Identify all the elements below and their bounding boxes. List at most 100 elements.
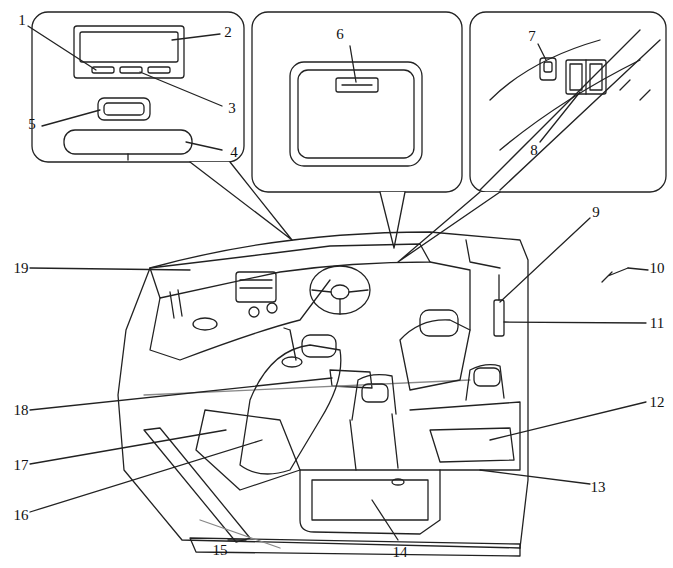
mirror-stem <box>127 154 128 160</box>
callout-number: 19 <box>14 260 29 276</box>
rear-seat-frame <box>352 375 396 420</box>
callout-number: 6 <box>336 26 344 42</box>
seat-latch <box>392 479 404 485</box>
callout-number: 14 <box>393 544 408 560</box>
dome-lamp <box>290 62 422 166</box>
inset-pointer <box>398 192 500 262</box>
inset-frame <box>32 12 244 162</box>
leader-line <box>140 72 222 106</box>
lock-switch-knob <box>544 62 552 72</box>
callout-number: 4 <box>230 144 238 160</box>
vent <box>249 307 259 317</box>
dome-lens <box>298 70 414 158</box>
front-seat-back <box>400 320 470 390</box>
leader-line <box>372 500 398 540</box>
dome-switch-slot <box>342 84 372 85</box>
vent <box>267 303 277 313</box>
lamp-switch <box>120 67 142 73</box>
dome-switch <box>336 78 378 92</box>
lock-switch <box>540 58 556 80</box>
leader-line <box>30 378 332 410</box>
inset-pointer <box>380 192 405 248</box>
window-switch <box>566 60 606 94</box>
leader-line <box>228 539 246 540</box>
callout-number: 15 <box>213 542 228 558</box>
door-trim <box>500 60 640 150</box>
steering-hub <box>331 285 349 299</box>
rear-headrest <box>362 384 388 402</box>
rear-view-mirror <box>64 130 192 154</box>
leader-line <box>28 26 96 70</box>
leader-line <box>30 430 226 464</box>
leader-line <box>480 470 590 484</box>
door-trim <box>500 40 660 190</box>
side-vent <box>170 290 182 318</box>
window-switch-detail <box>570 60 602 94</box>
callout-number: 11 <box>650 315 664 331</box>
small-lamp-lens <box>104 103 144 115</box>
callout-number: 7 <box>528 28 536 44</box>
dashboard-lower <box>150 280 330 360</box>
headrest <box>420 310 458 336</box>
scuff-plate <box>190 538 520 556</box>
leader-line <box>186 142 222 150</box>
front-seat-cushion <box>196 410 300 490</box>
map-lamp <box>74 26 184 78</box>
floor-line <box>200 520 280 548</box>
leader-line <box>30 268 190 270</box>
callout-number: 5 <box>28 116 36 132</box>
body-outline <box>118 268 520 548</box>
shift-lever <box>284 328 296 360</box>
shift-boot <box>282 357 302 367</box>
lamp-lens <box>80 32 178 62</box>
callout-number: 8 <box>530 142 538 158</box>
inset-frame <box>252 12 462 192</box>
steering-wheel <box>310 266 370 314</box>
rear-seat-frame <box>466 365 504 400</box>
leader-line <box>490 402 646 440</box>
line-art <box>28 12 666 556</box>
leader-line <box>504 322 646 323</box>
callout-number: 13 <box>591 479 606 495</box>
door-trim <box>620 80 650 100</box>
leader-line <box>350 46 356 82</box>
roof-pillar <box>466 240 500 268</box>
callout-number: 2 <box>224 24 232 40</box>
center-console <box>236 272 276 302</box>
scuff-plate <box>144 428 250 542</box>
dashboard <box>150 244 430 298</box>
small-lamp <box>98 98 150 120</box>
steering-spoke <box>312 290 368 314</box>
rear-seat-cushion-frame <box>300 470 440 534</box>
leader-line <box>538 44 546 60</box>
inset-pointer <box>190 162 292 240</box>
rear-seat-back <box>350 402 520 470</box>
leader-line <box>42 110 100 126</box>
leader-line <box>500 218 590 302</box>
rear-seat-cushion <box>430 428 514 462</box>
callout-number: 3 <box>228 100 236 116</box>
rear-headrest <box>474 368 500 386</box>
leader-line <box>540 92 580 142</box>
callout-number: 16 <box>14 507 29 523</box>
callout-number: 10 <box>650 260 665 276</box>
assist-grip <box>602 268 628 282</box>
lamp-switch <box>148 67 170 73</box>
rear-seat-cushion <box>312 480 428 520</box>
seatbelt <box>498 275 499 300</box>
front-seat-back <box>240 345 341 474</box>
door-trim <box>480 30 640 190</box>
callout-number: 18 <box>14 402 29 418</box>
leader-line <box>172 34 220 40</box>
leader-line <box>30 440 262 512</box>
leader-line <box>628 268 648 270</box>
inset-frame <box>470 12 666 192</box>
headrest <box>302 335 336 357</box>
callout-number: 17 <box>14 457 29 473</box>
body-outline <box>150 232 528 548</box>
callout-number: 12 <box>650 394 665 410</box>
callout-number: 9 <box>592 204 600 220</box>
callout-number: 1 <box>18 12 26 28</box>
